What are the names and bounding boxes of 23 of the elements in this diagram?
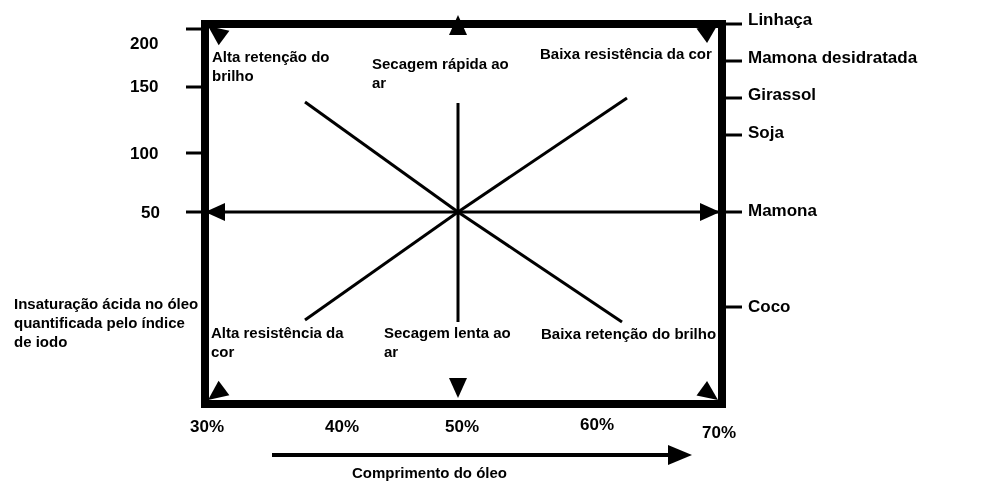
axis-tick-label: 100	[130, 143, 159, 165]
oil-label: Girassol	[748, 84, 817, 106]
region-label: Secagem lenta ao ar	[384, 324, 512, 362]
oil-label: Mamona desidratada	[748, 47, 918, 69]
oil-label: Soja	[748, 122, 784, 144]
axis-tick-label: 200	[130, 33, 159, 55]
oil-label: Coco	[748, 296, 791, 318]
region-label: Alta retenção do brilho	[212, 48, 331, 86]
oil-label: Linhaça	[748, 9, 813, 31]
region-label: Secagem rápida ao ar	[372, 55, 510, 93]
axis-tick-label: 40%	[325, 416, 360, 438]
axis-tick-label: 50	[141, 202, 160, 224]
region-label: Baixa retenção do brilho	[541, 325, 718, 344]
region-label: Alta resistência da cor	[211, 324, 345, 362]
axis-tick-label: 50%	[445, 416, 480, 438]
axis-title: Insaturação ácida no óleo quantificada pelo índice de iodo	[14, 295, 199, 352]
axis-tick-label: 30%	[190, 416, 225, 438]
axis-tick-label: 150	[130, 76, 159, 98]
axis-tick-label: 70%	[702, 422, 737, 444]
region-label: Baixa resistência da cor	[540, 45, 713, 64]
oil-label: Mamona	[748, 200, 817, 222]
axis-title: Comprimento do óleo	[352, 464, 507, 483]
axis-tick-label: 60%	[580, 414, 615, 436]
